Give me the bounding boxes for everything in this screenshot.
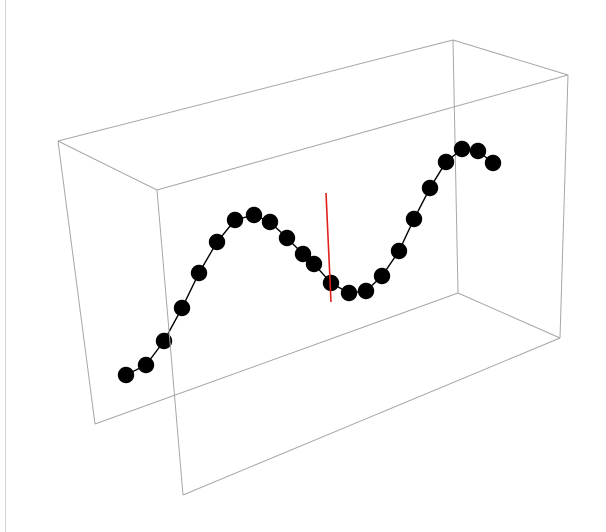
- box-back-edge-ef: [94, 292, 459, 425]
- bead-12: [305, 255, 323, 273]
- bounding-box-front-edges: [156, 74, 569, 496]
- red-axis-marker: [325, 192, 332, 303]
- bead-4: [173, 299, 191, 317]
- bead-group: [117, 140, 502, 384]
- bead-6: [208, 233, 226, 251]
- box-back-edge-ae: [57, 140, 96, 425]
- bead-11: [294, 245, 312, 263]
- bead-2: [137, 356, 155, 374]
- bead-22: [469, 142, 487, 160]
- box-front-edge-hg: [182, 337, 561, 496]
- bead-15: [357, 282, 375, 300]
- box-front-edge-dh: [156, 189, 184, 496]
- bounding-box-back-edges: [57, 39, 569, 425]
- box-back-edge-ad: [57, 140, 158, 191]
- bead-23: [484, 154, 502, 172]
- box-back-edge-fg: [457, 292, 561, 339]
- box-back-edge-bc: [452, 39, 569, 76]
- bead-17: [390, 242, 408, 260]
- bead-curve: [117, 140, 502, 384]
- bead-8: [245, 206, 263, 224]
- box-front-edge-dc: [156, 74, 569, 191]
- bead-10: [278, 229, 296, 247]
- bead-1: [117, 366, 135, 384]
- box-front-edge-cg: [559, 74, 569, 339]
- bead-3: [155, 332, 173, 350]
- bead-5: [190, 264, 208, 282]
- bead-14: [340, 284, 358, 302]
- viewport-edge-divider: [5, 0, 6, 532]
- bead-9: [261, 213, 279, 231]
- bead-7: [226, 211, 244, 229]
- bead-13: [322, 274, 340, 292]
- bead-19: [421, 179, 439, 197]
- box-back-edge-ab: [57, 39, 454, 142]
- bead-16: [373, 267, 391, 285]
- bead-18: [405, 210, 423, 228]
- bead-21: [453, 140, 471, 158]
- box-back-edge-bf: [452, 39, 459, 294]
- bead-20: [437, 153, 455, 171]
